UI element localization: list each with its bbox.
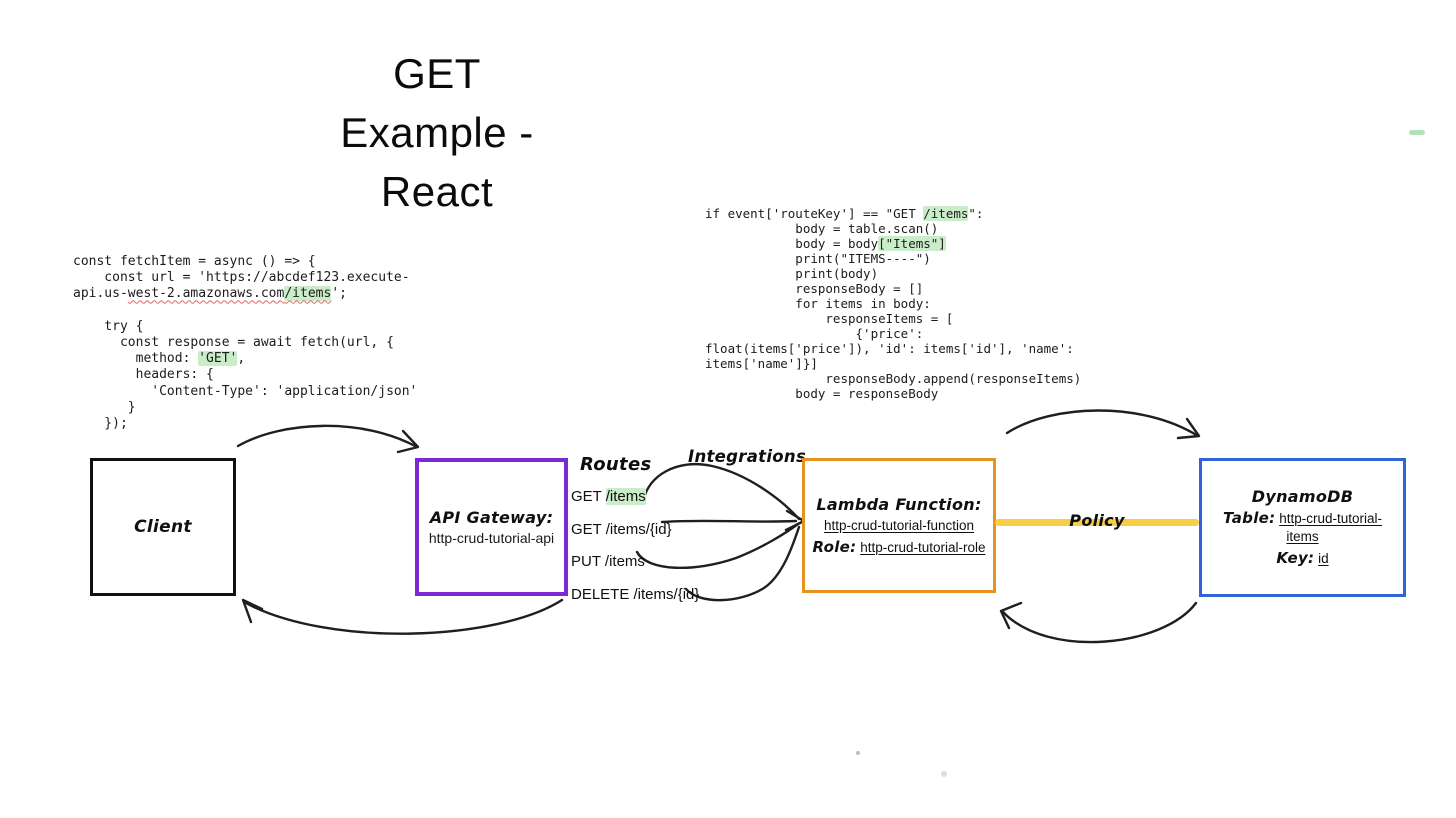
client-to-apigw-arrowhead <box>396 429 420 454</box>
client-fetch-code: const fetchItem = async () => { const ur… <box>73 254 417 432</box>
code-line: const response = await fetch(url, { <box>73 335 394 351</box>
green-highlight-mark <box>1409 130 1425 135</box>
code-line: body = table.scan() <box>705 221 939 236</box>
code-line: headers: { <box>73 367 214 383</box>
page-title-line-3: React <box>380 168 494 215</box>
lambda-function-box: Lambda Function: http-crud-tutorial-func… <box>802 458 996 593</box>
api-gateway-title: API Gateway: <box>429 508 554 527</box>
policy-label: Policy <box>1069 511 1125 530</box>
code-line: for items in body: <box>705 296 931 311</box>
page-title-line-1: GET <box>393 50 481 97</box>
dynamo-to-lambda-arrow <box>1001 601 1198 644</box>
code-line: if event['routeKey'] == "GET /items": <box>705 206 984 221</box>
dynamo-to-lambda-arrowhead <box>999 601 1023 630</box>
code-line: try { <box>73 318 144 334</box>
dynamodb-box: DynamoDB Table: http-crud-tutorial-items… <box>1199 458 1406 597</box>
code-line: {'price': <box>705 326 924 341</box>
lambda-to-dynamo-arrowhead <box>1176 417 1201 440</box>
lambda-role-name: http-crud-tutorial-role <box>860 539 986 555</box>
policy-connector-line <box>995 519 1199 526</box>
integration-curve-delete-item <box>684 525 801 602</box>
dynamodb-box-title: DynamoDB <box>1251 487 1354 506</box>
code-line: print("ITEMS----") <box>705 251 931 266</box>
code-line: body = body["Items"] <box>705 236 946 251</box>
lambda-handler-code: if event['routeKey'] == "GET /items": bo… <box>705 206 1082 402</box>
dynamodb-table-name: http-crud-tutorial-items <box>1279 511 1382 544</box>
route-item: PUT /items <box>571 553 645 571</box>
code-line <box>73 303 417 319</box>
lambda-role-label: Role: <box>812 537 857 556</box>
lambda-box-title: Lambda Function: <box>816 494 982 514</box>
client-box: Client <box>90 458 236 596</box>
code-line: method: 'GET', <box>73 351 246 367</box>
code-line: const fetchItem = async () => { <box>73 254 316 269</box>
integrations-label: Integrations <box>688 447 807 466</box>
dynamodb-key-value: id <box>1318 551 1329 566</box>
api-gateway-box: API Gateway: http-crud-tutorial-api <box>415 458 568 596</box>
code-line: items['name']}] <box>705 356 818 371</box>
dynamodb-table-label: Table: <box>1223 509 1276 527</box>
code-line: 'Content-Type': 'application/json' <box>73 383 418 399</box>
code-line: responseBody.append(responseItems) <box>705 371 1082 386</box>
api-gateway-name: http-crud-tutorial-api <box>428 530 555 546</box>
route-item: GET /items <box>571 488 646 505</box>
code-line: api.us-west-2.amazonaws.com/items'; <box>73 286 347 302</box>
apigw-to-client-arrow <box>242 598 564 635</box>
code-line: responseBody = [] <box>705 281 924 296</box>
page-title: GET Example - React <box>257 44 617 221</box>
pen-speck <box>941 771 947 777</box>
code-line: const url = 'https://abcdef123.execute- <box>73 270 410 286</box>
client-box-label: Client <box>134 517 192 537</box>
route-item: GET /items/{id} <box>571 520 672 538</box>
code-line: body = responseBody <box>705 386 939 401</box>
code-line: float(items['price']), 'id': items['id']… <box>705 341 1074 356</box>
code-line: } <box>73 399 136 415</box>
code-line: responseItems = [ <box>705 311 954 326</box>
apigw-to-client-arrowhead <box>241 598 264 624</box>
code-line: print(body) <box>705 266 879 281</box>
lambda-to-dynamo-arrow <box>1005 409 1200 438</box>
pen-speck <box>856 751 860 755</box>
route-item: DELETE /items/{id} <box>571 585 700 603</box>
routes-header: Routes <box>580 454 652 475</box>
lambda-function-name: http-crud-tutorial-function <box>823 517 975 533</box>
page-title-line-2: Example - <box>340 109 534 156</box>
dynamodb-key-label: Key: <box>1276 549 1315 567</box>
code-line: }); <box>73 416 128 432</box>
